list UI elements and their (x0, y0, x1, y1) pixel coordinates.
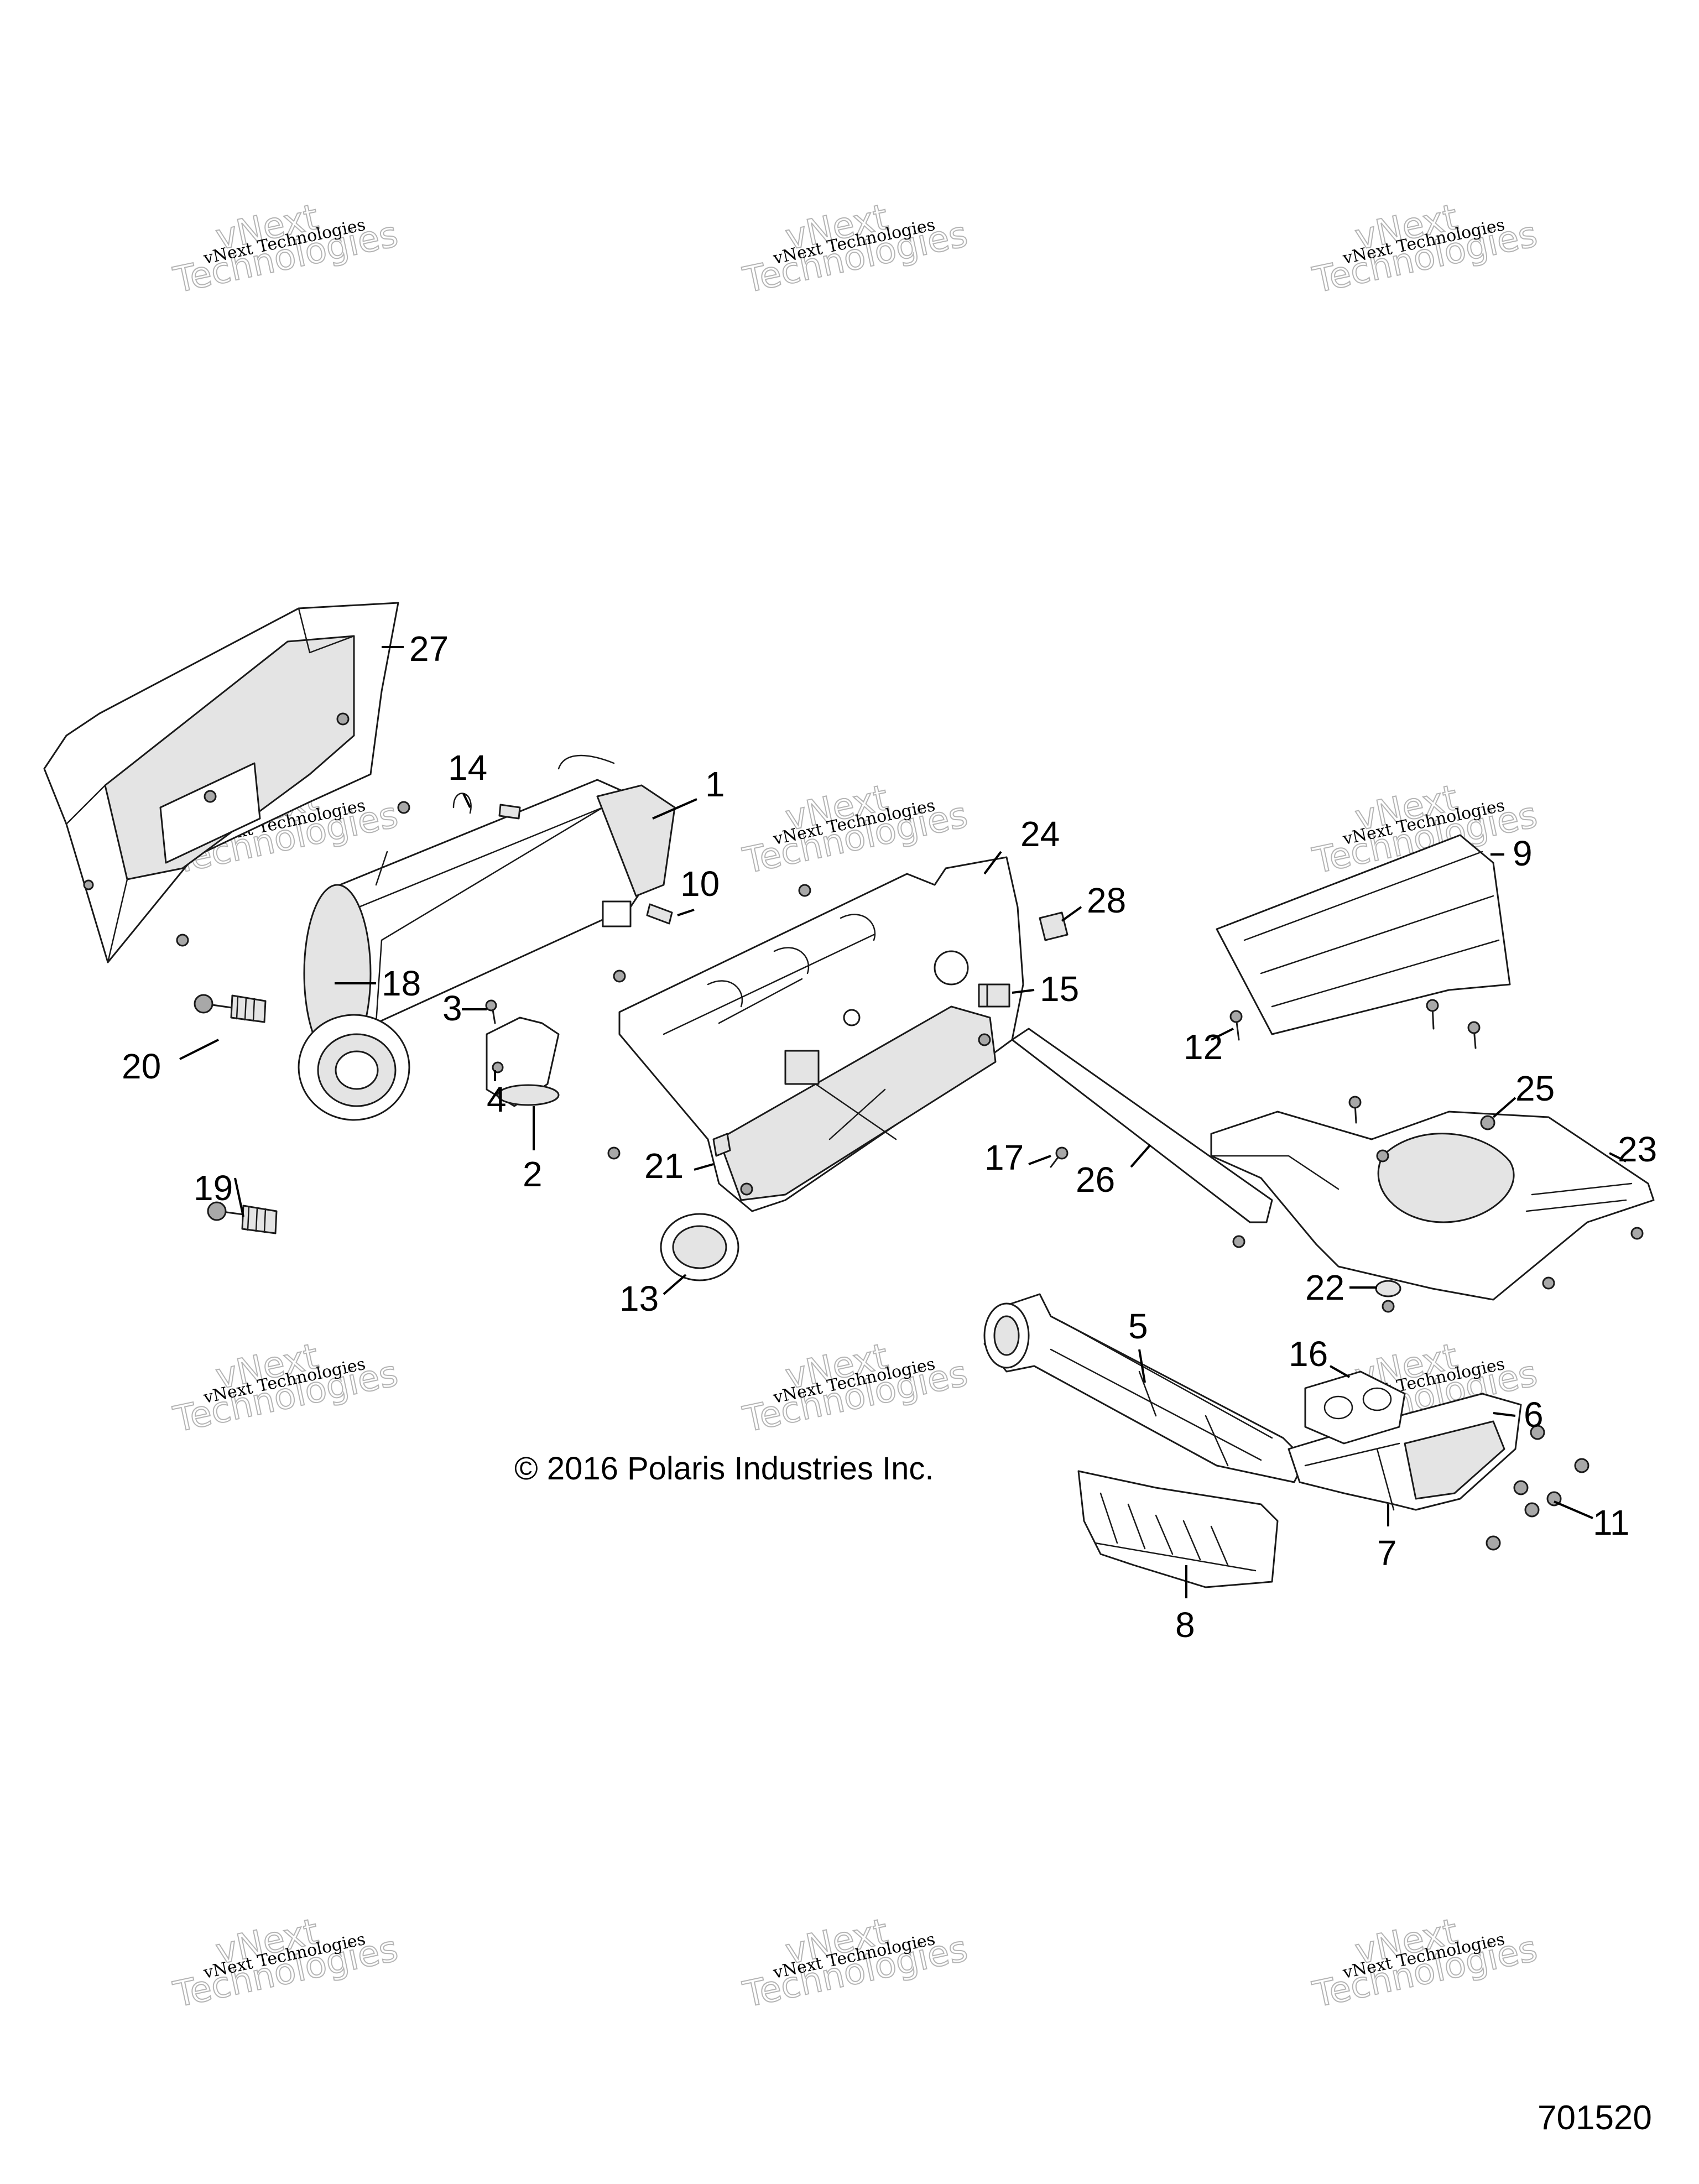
air-duct (1077, 1470, 1279, 1588)
fastener-21 (712, 1133, 731, 1157)
watermark: vNext Technologies vNext Technologies (169, 196, 402, 302)
callout-25: 25 (1515, 1068, 1555, 1108)
tailpipe-tip (486, 1017, 560, 1107)
muffler (298, 754, 676, 1121)
leader-lines (179, 646, 1627, 1598)
callout-24: 24 (1020, 814, 1060, 854)
callout-1: 1 (705, 764, 725, 804)
callout-5: 5 (1128, 1306, 1148, 1346)
fastener-15 (986, 983, 1010, 1008)
nut-25 (1480, 1115, 1495, 1130)
head-pipe (983, 1293, 1306, 1483)
diagram-number: 701520 (1538, 2099, 1652, 2137)
exhaust-manifold (1288, 1393, 1522, 1511)
copyright-notice: © 2016 Polaris Industries Inc. (514, 1451, 934, 1487)
screw-24c (607, 1146, 621, 1160)
manifold-gasket (1304, 1370, 1406, 1445)
leader-24 (983, 851, 1002, 875)
callout-23: 23 (1618, 1129, 1657, 1169)
watermark: vNext Technologies vNext Technologies (169, 1911, 402, 2016)
screw-27b (397, 801, 410, 814)
leader-5 (1138, 1349, 1146, 1383)
screw-27a (176, 934, 189, 947)
callout-3: 3 (442, 988, 462, 1028)
leader-10 (677, 909, 695, 916)
callout-26: 26 (1076, 1160, 1115, 1200)
muffler-heat-shield (43, 602, 399, 963)
callout-17: 17 (984, 1138, 1024, 1177)
main-heat-shield (618, 856, 1024, 1212)
callout-7: 7 (1377, 1533, 1397, 1573)
watermark: vNext Technologies vNext Technologies (739, 1911, 972, 2016)
callout-11: 11 (1593, 1503, 1629, 1542)
callout-18: 18 (382, 963, 421, 1003)
leader-17 (1028, 1155, 1051, 1165)
leader-25 (1492, 1097, 1516, 1118)
leader-13 (663, 1274, 687, 1295)
leader-11 (1554, 1500, 1593, 1519)
callout-4: 4 (487, 1080, 507, 1119)
lower-heat-shield (1210, 1111, 1655, 1301)
leader-16 (1330, 1365, 1350, 1378)
callout-20: 20 (122, 1046, 161, 1086)
leader-1 (652, 798, 697, 820)
screw-9a (1426, 999, 1439, 1030)
screw-24b (613, 969, 626, 983)
leader-15 (1012, 989, 1035, 994)
screw-23b (1376, 1149, 1389, 1163)
washer-22 (1375, 1280, 1401, 1313)
watermark: vNext Technologies vNext Technologies (169, 1336, 402, 1441)
callout-12: 12 (1184, 1027, 1223, 1067)
screw-23a (1348, 1096, 1362, 1124)
callout-labels: 1 2 3 4 5 6 7 8 9 10 11 12 13 14 15 16 1… (122, 629, 1657, 1645)
callout-13: 13 (619, 1279, 659, 1318)
upper-heat-shield (1216, 834, 1511, 1035)
callout-9: 9 (1513, 833, 1533, 873)
screw-3 (485, 999, 497, 1024)
exhaust-grommet (660, 1213, 739, 1281)
leader-19 (234, 1177, 244, 1217)
heat-shield-strap (1011, 1028, 1273, 1223)
callout-21: 21 (644, 1146, 684, 1186)
fastener-28 (1039, 911, 1069, 941)
spring-mount-18 (194, 994, 267, 1023)
spring-mount-19 (207, 1201, 278, 1234)
callout-27: 27 (409, 629, 449, 669)
leader-28 (1061, 906, 1082, 922)
nut-4 (492, 1061, 504, 1073)
leader-26 (1130, 1144, 1151, 1168)
callout-28: 28 (1087, 880, 1126, 920)
screw-24a (798, 884, 811, 897)
watermark: vNext Technologies vNext Technologies (739, 1336, 972, 1441)
callout-6: 6 (1524, 1395, 1544, 1435)
spring-14 (452, 793, 521, 820)
callout-2: 2 (523, 1154, 543, 1194)
leader-6 (1493, 1412, 1516, 1417)
screw-23d (1542, 1276, 1555, 1290)
leader-23 (1609, 1152, 1627, 1163)
watermark: vNext Technologies vNext Technologies (1309, 1911, 1541, 2016)
leader-21 (694, 1163, 714, 1171)
leader-14 (462, 793, 471, 808)
leader-12 (1211, 1028, 1234, 1041)
screw-9b (1467, 1021, 1481, 1049)
watermark: vNext Technologies vNext Technologies (1309, 196, 1541, 302)
screw-23c (1232, 1235, 1245, 1248)
callout-10: 10 (680, 864, 720, 904)
callout-16: 16 (1289, 1334, 1328, 1374)
callout-15: 15 (1040, 969, 1079, 1009)
watermark: vNext Technologies vNext Technologies (739, 196, 972, 302)
leader-20 (179, 1039, 219, 1060)
callout-8: 8 (1175, 1605, 1195, 1645)
watermark: vNext Technologies vNext Technologies (739, 777, 972, 883)
screw-23e (1630, 1227, 1644, 1240)
callout-22: 22 (1305, 1268, 1344, 1307)
callout-14: 14 (448, 748, 487, 788)
spring-10 (646, 903, 673, 925)
callout-19: 19 (194, 1168, 233, 1208)
screw-17 (1050, 1146, 1069, 1168)
screw-12 (1229, 1010, 1243, 1041)
